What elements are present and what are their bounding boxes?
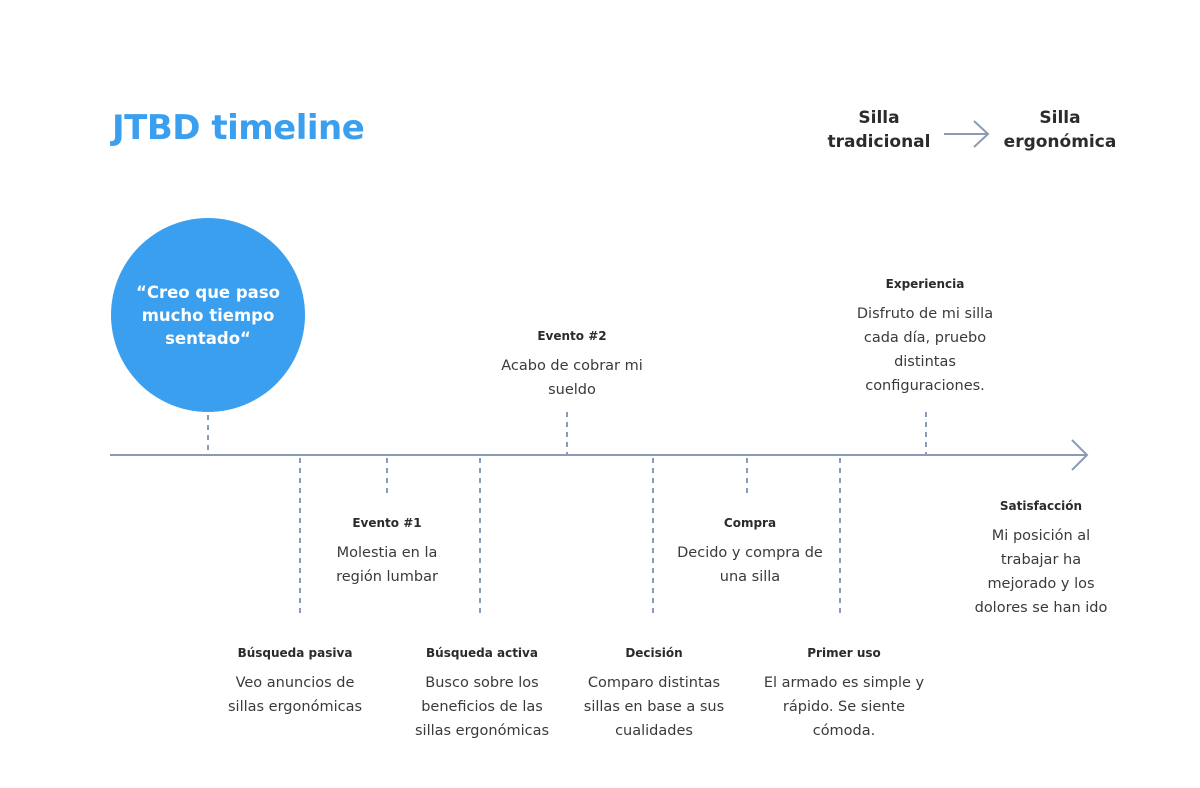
transition-to-label: Silla ergonómica <box>1003 108 1117 152</box>
timeline-arrowhead-icon <box>1071 439 1089 471</box>
transition-from-label: Silla tradicional <box>827 108 931 152</box>
transition-arrow-icon <box>944 120 990 148</box>
stage-satisfaccion: Satisfacción Mi posición al trabajar ha … <box>951 498 1131 620</box>
stage-title: Evento #1 <box>352 516 422 530</box>
stage-title: Búsqueda activa <box>426 646 538 660</box>
stage-busqueda-pasiva: Búsqueda pasiva Veo anuncios de sillas e… <box>205 645 385 719</box>
stage-description: El armado es simple y rápido. Se siente … <box>763 675 925 739</box>
stage-description: Acabo de cobrar mi sueldo <box>501 358 643 398</box>
stage-description: Veo anuncios de sillas ergonómicas <box>227 675 363 715</box>
quote-bubble: “Creo que paso mucho tiempo sentado“ <box>111 218 305 412</box>
stage-decision: Decisión Comparo distintas sillas en bas… <box>564 645 744 743</box>
stage-title: Satisfacción <box>999 499 1083 513</box>
stage-busqueda-activa: Búsqueda activa Busco sobre los benefici… <box>392 645 572 743</box>
stage-description: Busco sobre los beneficios de las sillas… <box>414 675 550 739</box>
stage-description: Molestia en la región lumbar <box>336 545 438 585</box>
stage-title: Evento #2 <box>537 329 607 343</box>
stage-primer-uso: Primer uso El armado es simple y rápido.… <box>754 645 934 743</box>
stage-description: Decido y compra de una silla <box>677 545 823 585</box>
stage-title: Compra <box>723 516 777 530</box>
stage-description: Comparo distintas sillas en base a sus c… <box>583 675 725 739</box>
stage-title: Decisión <box>625 646 683 660</box>
stage-description: Mi posición al trabajar ha mejorado y lo… <box>974 528 1108 616</box>
stage-title: Búsqueda pasiva <box>237 646 353 660</box>
stage-experiencia: Experiencia Disfruto de mi silla cada dí… <box>835 276 1015 398</box>
quote-text: “Creo que paso mucho tiempo sentado“ <box>136 282 280 348</box>
stage-evento-1: Evento #1 Molestia en la región lumbar <box>297 515 477 589</box>
stage-compra: Compra Decido y compra de una silla <box>660 515 840 589</box>
stage-title: Experiencia <box>885 277 965 291</box>
stage-evento-2: Evento #2 Acabo de cobrar mi sueldo <box>482 328 662 402</box>
stage-description: Disfruto de mi silla cada día, pruebo di… <box>856 306 994 394</box>
page-title: JTBD timeline <box>112 108 365 148</box>
stage-title: Primer uso <box>807 646 881 660</box>
